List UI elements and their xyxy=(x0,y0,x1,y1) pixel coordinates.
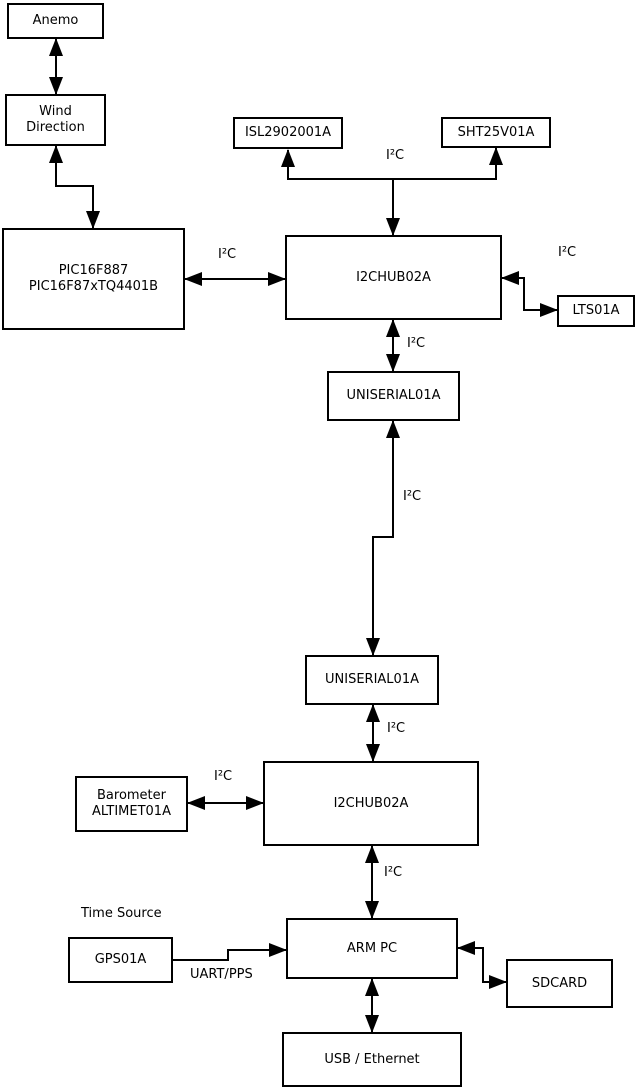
node-arm-pc: ARM PC xyxy=(286,918,458,979)
connector-hub1-lts xyxy=(501,271,558,317)
node-sdcard: SDCARD xyxy=(506,959,613,1008)
node-pic16f887: PIC16F887 PIC16F87xTQ4401B xyxy=(2,228,185,330)
node-wind-direction: Wind Direction xyxy=(5,94,106,146)
node-anemo: Anemo xyxy=(7,3,104,39)
i2c-label-barometer-hub2: I²C xyxy=(214,769,233,784)
uart-pps-label: UART/PPS xyxy=(190,967,253,982)
connector-gps-armpc xyxy=(173,943,287,961)
i2c-label-bus-top: I²C xyxy=(386,148,405,163)
i2c-label-hub1-uniserial1: I²C xyxy=(407,336,426,351)
i2c-label-hub1-lts: I²C xyxy=(558,245,577,260)
node-usb-ethernet: USB / Ethernet xyxy=(282,1032,462,1087)
node-i2chub02a-bottom: I2CHUB02A xyxy=(263,761,479,846)
node-sht25v01a: SHT25V01A xyxy=(441,117,551,148)
connector-uniserial1-uniserial2 xyxy=(366,420,400,656)
node-gps01a: GPS01A xyxy=(68,937,173,983)
node-i2chub02a-top: I2CHUB02A xyxy=(285,235,502,320)
i2c-label-uniserial-link: I²C xyxy=(403,489,422,504)
time-source-label: Time Source xyxy=(81,906,162,921)
connector-winddirection-pic xyxy=(49,145,100,229)
i2c-label-pic-hub1: I²C xyxy=(218,247,237,262)
node-uniserial01a-bottom: UNISERIAL01A xyxy=(305,655,439,705)
node-uniserial01a-top: UNISERIAL01A xyxy=(327,371,460,421)
i2c-label-hub2-armpc: I²C xyxy=(384,865,403,880)
node-isl2902001a: ISL2902001A xyxy=(233,117,343,149)
node-barometer-altimet01a: Barometer ALTIMET01A xyxy=(75,776,188,832)
i2c-label-uniserial2-hub2: I²C xyxy=(387,721,406,736)
node-lts01a: LTS01A xyxy=(557,295,635,327)
connector-armpc-sdcard xyxy=(457,941,507,989)
